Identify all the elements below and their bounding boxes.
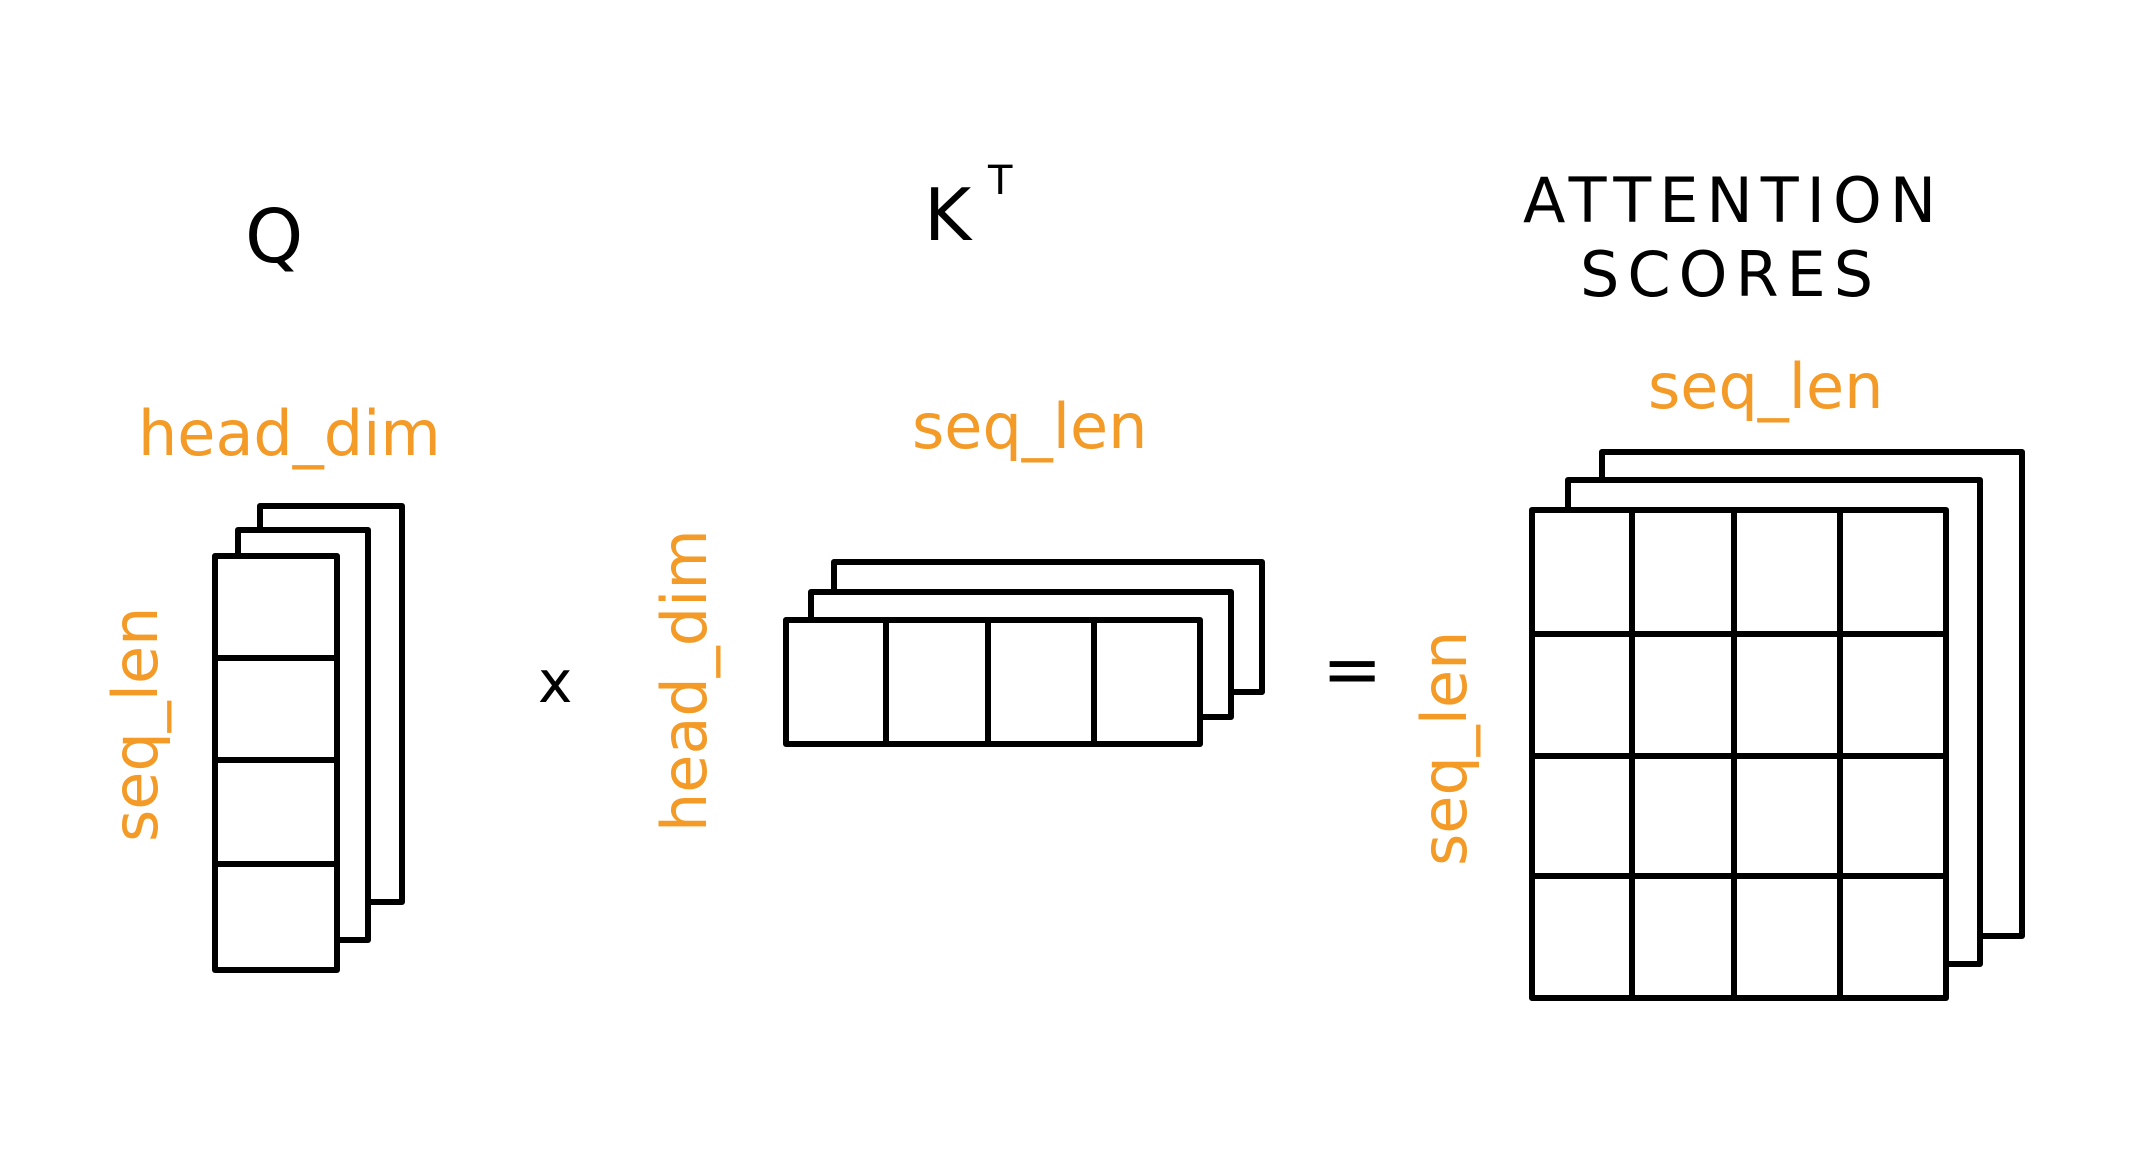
kt-layer-front xyxy=(783,617,1203,747)
q-title: Q xyxy=(245,194,303,280)
multiply-operator: x xyxy=(538,648,572,716)
scores-title-line2: SCORES xyxy=(1580,238,1881,311)
q-top-label: head_dim xyxy=(138,397,441,470)
kt-matrix xyxy=(783,559,1265,747)
kt-superscript: T xyxy=(987,158,1013,204)
kt-title: K xyxy=(924,173,973,257)
q-block: Q head_dim seq_len xyxy=(99,194,441,973)
equals-operator: = xyxy=(1322,627,1382,711)
scores-block: ATTENTION SCORES seq_len seq_len xyxy=(1408,164,2025,1001)
scores-side-label: seq_len xyxy=(1408,631,1481,866)
q-side-label: seq_len xyxy=(99,607,172,842)
scores-top-label: seq_len xyxy=(1648,350,1883,423)
scores-matrix xyxy=(1529,449,2025,1001)
q-matrix xyxy=(212,503,405,973)
scores-title-line1: ATTENTION xyxy=(1523,164,1944,237)
kt-top-label: seq_len xyxy=(912,390,1147,463)
kt-side-label: head_dim xyxy=(648,529,721,832)
kt-block: K T seq_len head_dim xyxy=(648,158,1265,832)
